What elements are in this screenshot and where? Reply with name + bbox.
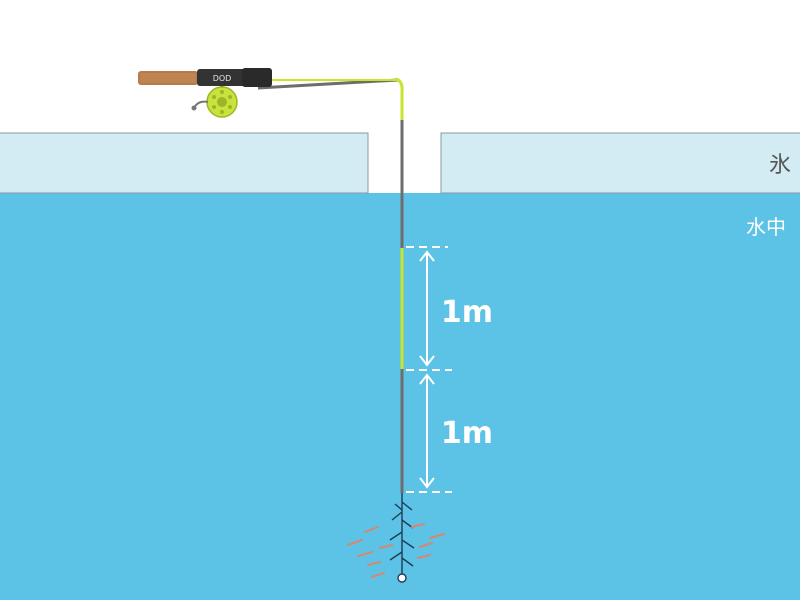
fish-icon [411, 523, 425, 528]
fish-icon [357, 551, 373, 557]
sabiki-rig [389, 493, 415, 574]
fish-icon [417, 554, 431, 559]
rod-brand-mark: DOD [213, 74, 232, 83]
water-area [0, 193, 800, 600]
arrowhead-down-icon [419, 355, 435, 367]
underwater-label: 水中 [746, 215, 786, 239]
reel-hole [220, 90, 224, 94]
arrowhead-up-icon [419, 373, 435, 385]
rod-blank [257, 78, 399, 90]
bait-fish-school [347, 523, 445, 578]
measurement-markers: 1m 1m [406, 246, 493, 493]
rig-branch [389, 531, 403, 541]
fish-icon [371, 572, 385, 578]
cork-texture [140, 73, 196, 83]
measure-label-lower: 1m [441, 416, 493, 451]
rig-branch [401, 539, 415, 549]
arrowhead-down-icon [419, 477, 435, 489]
fish-icon [347, 539, 363, 546]
rig-branch [389, 551, 403, 561]
fish-icon [367, 561, 381, 566]
arrowhead-up-icon [419, 250, 435, 262]
ice-slab-right [440, 132, 800, 194]
measure-label-upper: 1m [441, 295, 493, 330]
fishing-reel [191, 86, 238, 118]
fish-icon [379, 544, 393, 549]
rig-branch [401, 501, 413, 511]
rig-branch [401, 557, 414, 567]
reel-knob [191, 105, 197, 111]
sinker [397, 573, 407, 583]
fish-icon [429, 533, 445, 539]
ice-label: 氷 [769, 153, 791, 178]
fishing-rod: DOD [138, 68, 404, 120]
reel-hub [217, 97, 227, 107]
reel-hole [228, 105, 232, 109]
rig-branch [394, 503, 403, 511]
reel-hole [220, 110, 224, 114]
rig-branch [391, 511, 403, 521]
reel-hole [212, 95, 216, 99]
fish-icon [364, 526, 379, 533]
reel-hole [212, 105, 216, 109]
reel-seat-band [242, 68, 272, 87]
rod-tip [395, 77, 404, 120]
ice-slab-left [0, 132, 369, 194]
reel-hole [228, 95, 232, 99]
fish-icon [419, 542, 433, 548]
